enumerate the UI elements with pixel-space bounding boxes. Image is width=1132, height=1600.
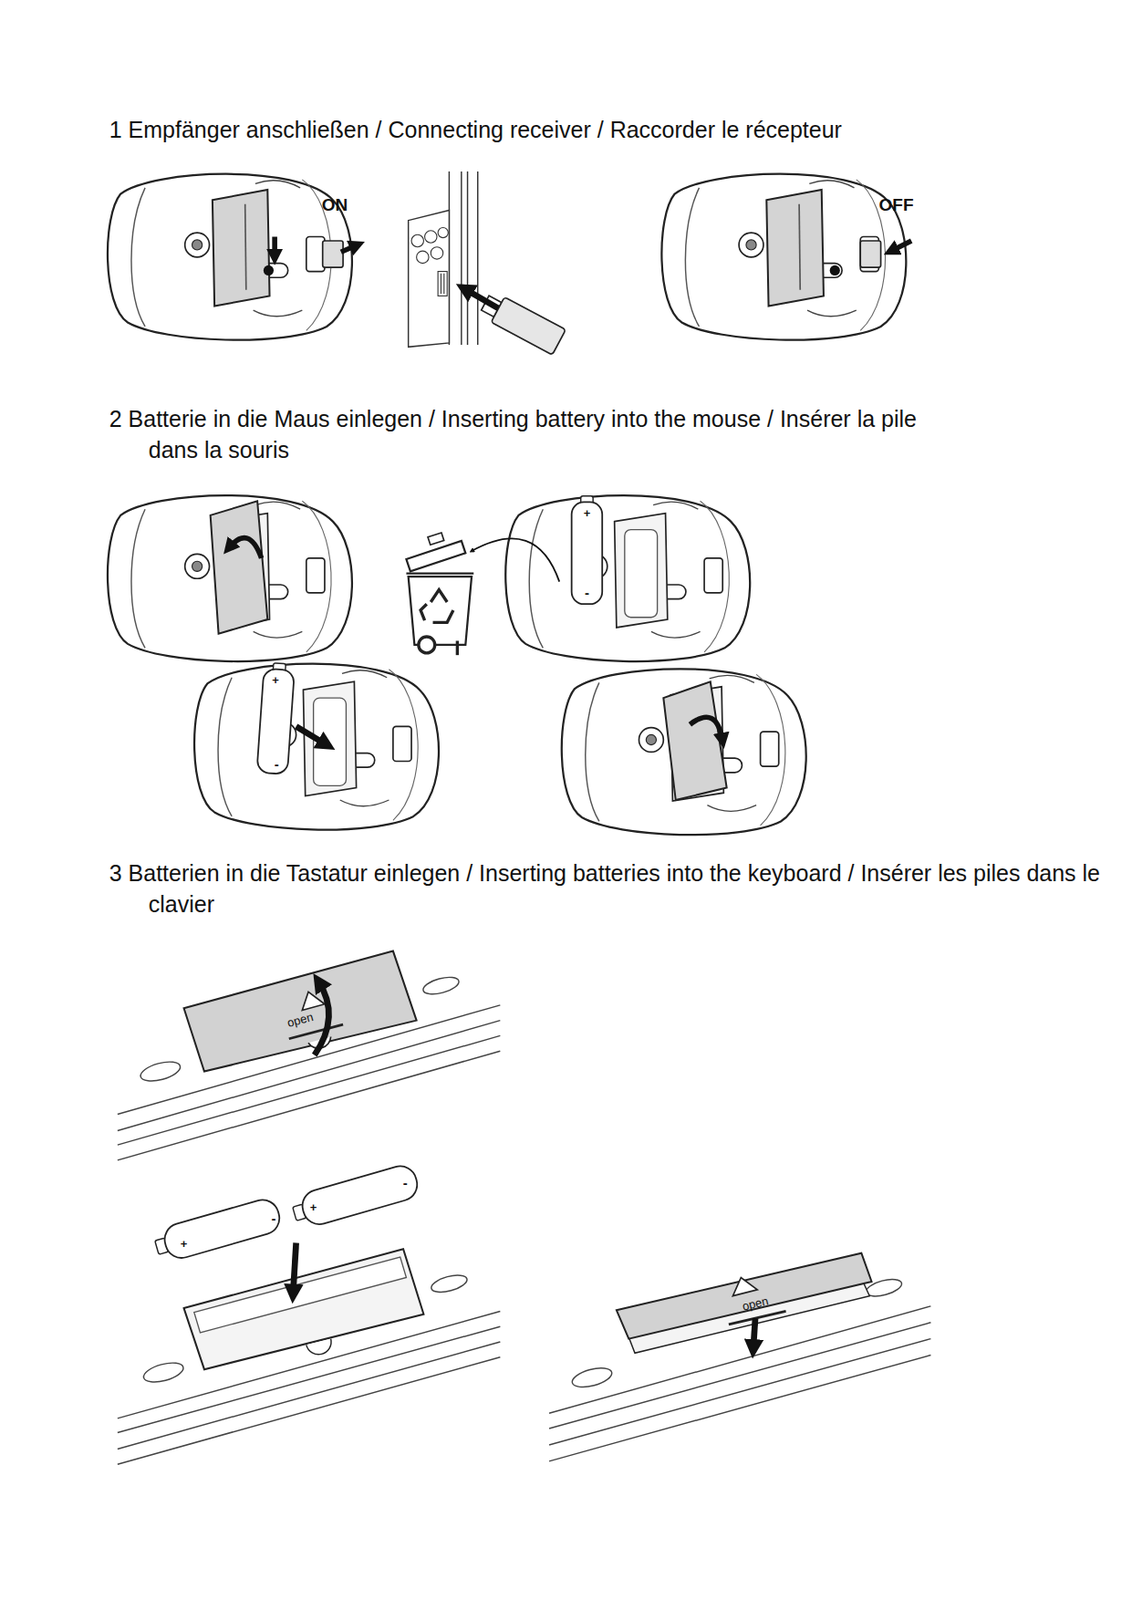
callout-label: +: [310, 1200, 318, 1213]
section-heading: 3 Batterien in die Tastatur einlegen / I…: [109, 857, 1116, 920]
callout-label: -: [403, 1174, 408, 1189]
callout-label: OFF: [879, 195, 914, 213]
callout-label: -: [274, 757, 280, 771]
section-heading: 2 Batterie in die Maus einlegen / Insert…: [109, 403, 970, 466]
callout-label: +: [583, 506, 592, 519]
callout-label: +: [180, 1236, 188, 1249]
callout-label: -: [270, 1210, 276, 1225]
callout-label: ON: [321, 195, 349, 213]
section-heading: 1 Empfänger anschließen / Connecting rec…: [109, 114, 1116, 146]
callout-label: -: [584, 585, 590, 600]
callout-label: +: [271, 674, 280, 686]
